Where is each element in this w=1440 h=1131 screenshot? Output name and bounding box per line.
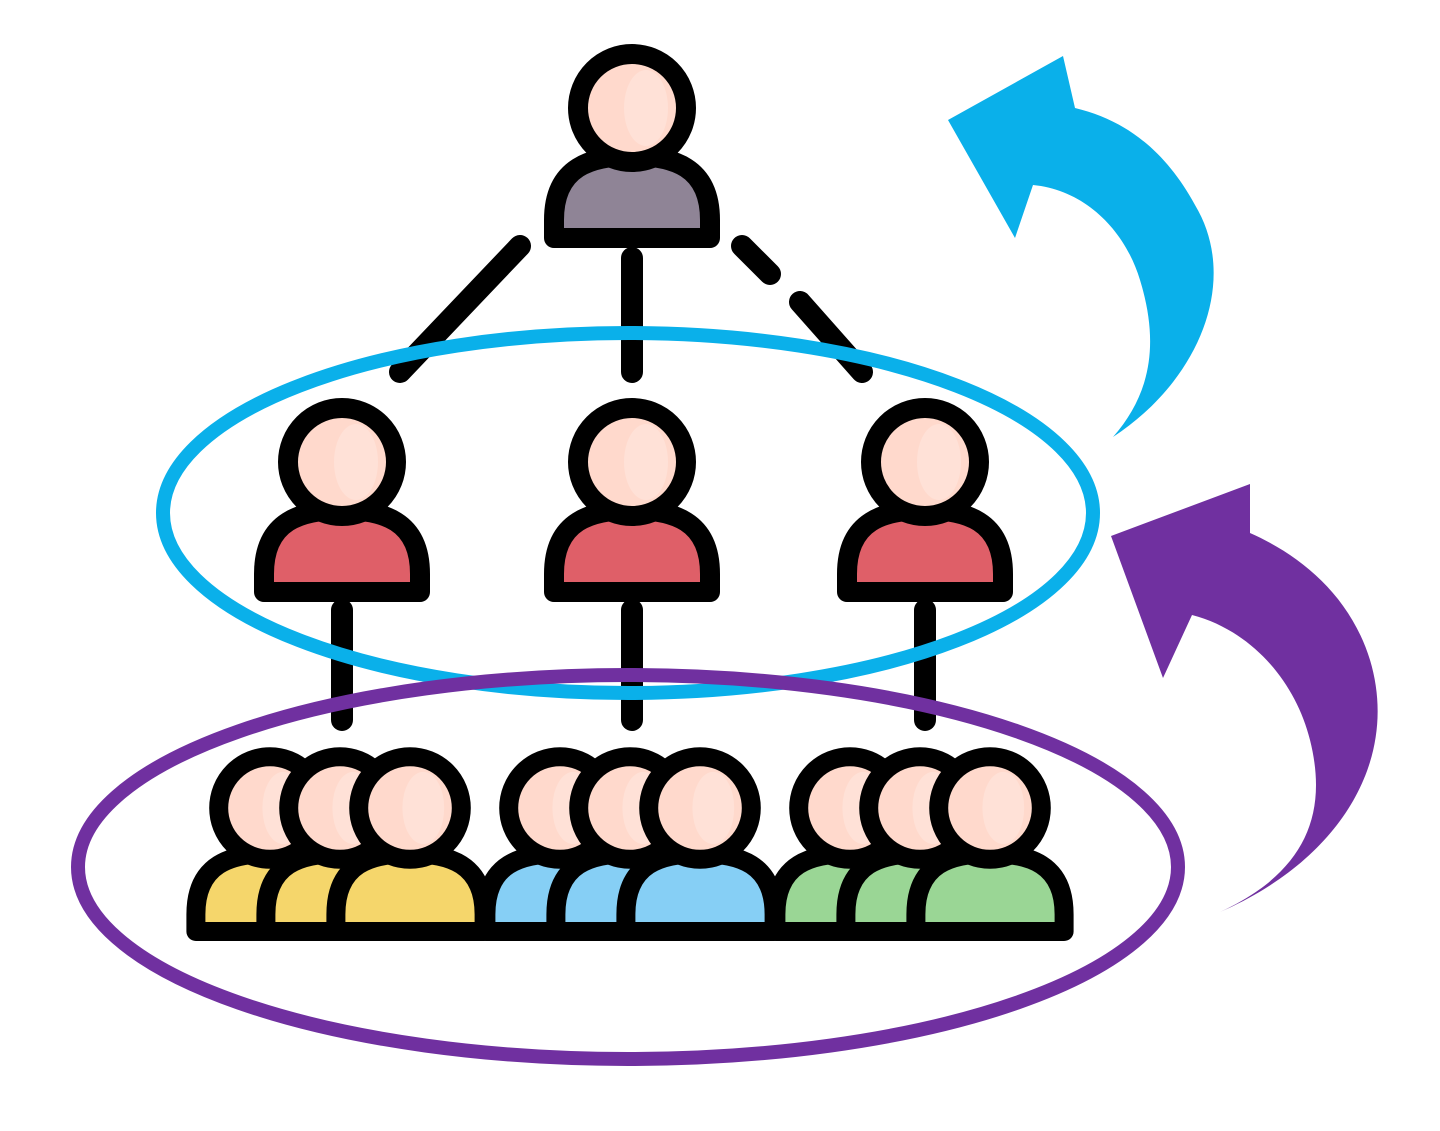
person-head <box>568 398 696 526</box>
team-group-icon <box>766 747 1074 941</box>
person-head <box>349 747 471 869</box>
curved-up-arrow-icon <box>1111 484 1378 912</box>
person-face-highlight <box>624 70 668 146</box>
person-head <box>568 44 696 172</box>
person-head <box>861 398 989 526</box>
person-team-member-icon <box>906 747 1074 941</box>
team-group-icon <box>476 747 784 941</box>
person-face-highlight <box>624 424 668 500</box>
person-face-highlight <box>402 771 445 845</box>
connector-top-to-mid-3-dash-a <box>731 235 781 285</box>
bottom-level-ring <box>71 668 1185 1066</box>
person-face-highlight <box>917 424 961 500</box>
person-face-highlight <box>334 424 378 500</box>
person-middle-icon <box>544 398 720 602</box>
person-middle-icon <box>837 398 1013 602</box>
people-layer <box>186 44 1074 941</box>
person-face-highlight <box>982 771 1025 845</box>
person-head <box>929 747 1051 869</box>
person-face-highlight <box>692 771 735 845</box>
middle-level-ring <box>156 326 1100 700</box>
person-head <box>278 398 406 526</box>
person-top-icon <box>544 44 720 248</box>
curved-up-arrow-icon <box>948 56 1214 437</box>
person-middle-icon <box>254 398 430 602</box>
team-group-icon <box>186 747 494 941</box>
person-head <box>639 747 761 869</box>
